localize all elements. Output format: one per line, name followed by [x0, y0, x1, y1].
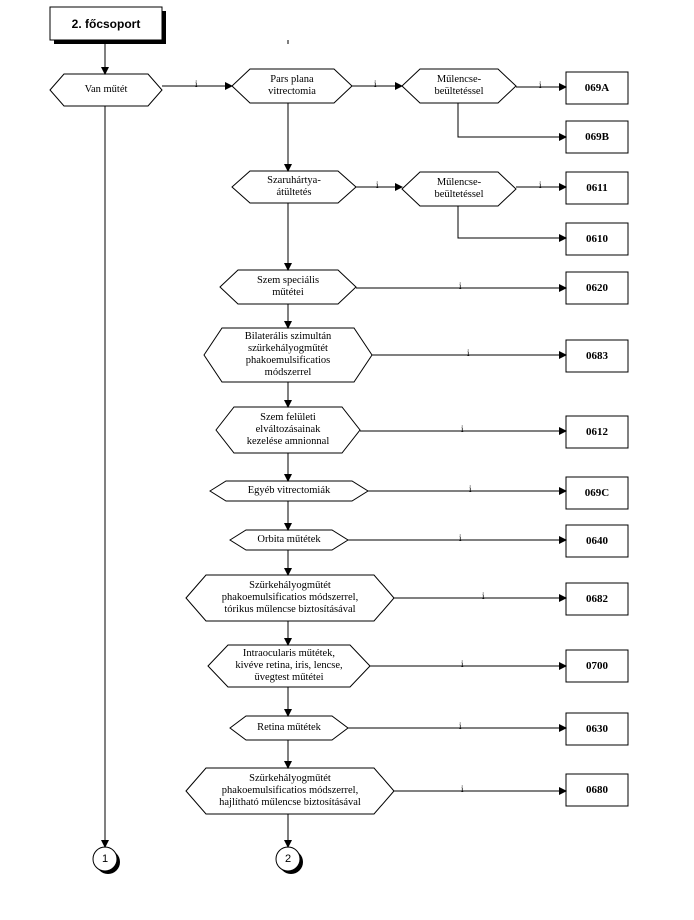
node-egyeb-vitrectomiak: Egyéb vitrectomiák [247, 485, 331, 496]
code-0682: 0682 [586, 593, 608, 605]
edge-label: i [459, 533, 462, 543]
hex-szem-specialis [219, 269, 357, 305]
hex-szem-feluleti [215, 406, 361, 454]
node-orbita: Orbita műtétek [257, 534, 321, 545]
box-069A [565, 71, 629, 105]
code-0630: 0630 [586, 723, 608, 735]
edge-label: i [376, 180, 379, 190]
code-0680: 0680 [586, 784, 608, 796]
edge-label: i [467, 348, 470, 358]
code-0611: 0611 [586, 182, 608, 194]
box-069C [565, 476, 629, 510]
hex-van-mutet [49, 73, 163, 107]
code-069B: 069B [585, 131, 609, 143]
code-0610: 0610 [586, 233, 608, 245]
edge-label: i [539, 80, 542, 90]
node-mulencse-2: Műlencse-beültetéssel [434, 177, 484, 200]
box-0680 [565, 773, 629, 807]
edge-label: i [461, 659, 464, 669]
node-szaruhartya: Szaruhártya-átültetés [267, 175, 321, 198]
code-069C: 069C [584, 487, 610, 499]
box-0620 [565, 271, 629, 305]
node-intraocularis: Intraocularis műtétek,kivéve retina, iri… [235, 648, 343, 683]
hex-mulencse-2 [401, 171, 517, 207]
box-0640 [565, 524, 629, 558]
edge-label: i [469, 484, 472, 494]
node-van-mutet: Van műtét [84, 84, 128, 95]
edge-label: i [539, 180, 542, 190]
box-0611 [565, 171, 629, 205]
box-0683 [565, 339, 629, 373]
edge-label: i [461, 424, 464, 434]
node-retina: Retina műtétek [257, 722, 321, 733]
edge-label: i [461, 784, 464, 794]
edge-label: i [459, 281, 462, 291]
code-0620: 0620 [586, 282, 608, 294]
node-mulencse-1: Műlencse-beültetéssel [434, 74, 484, 97]
connector-2-label: 2 [284, 853, 292, 865]
title-box [49, 6, 163, 41]
edge-label: i [195, 79, 198, 89]
box-0612 [565, 415, 629, 449]
edge-label: i [374, 79, 377, 89]
code-069A: 069A [584, 82, 610, 94]
page-title: 2. főcsoport [71, 16, 141, 31]
code-0640: 0640 [586, 535, 608, 547]
box-0610 [565, 222, 629, 256]
code-0683: 0683 [586, 350, 608, 362]
edge-label: i [459, 721, 462, 731]
box-0700 [565, 649, 629, 683]
hex-mulencse-1 [401, 68, 517, 104]
box-0682 [565, 582, 629, 616]
edge-label: i [482, 591, 485, 601]
code-0612: 0612 [586, 426, 608, 438]
code-0700: 0700 [586, 660, 608, 672]
connector-1-label: 1 [101, 853, 109, 865]
